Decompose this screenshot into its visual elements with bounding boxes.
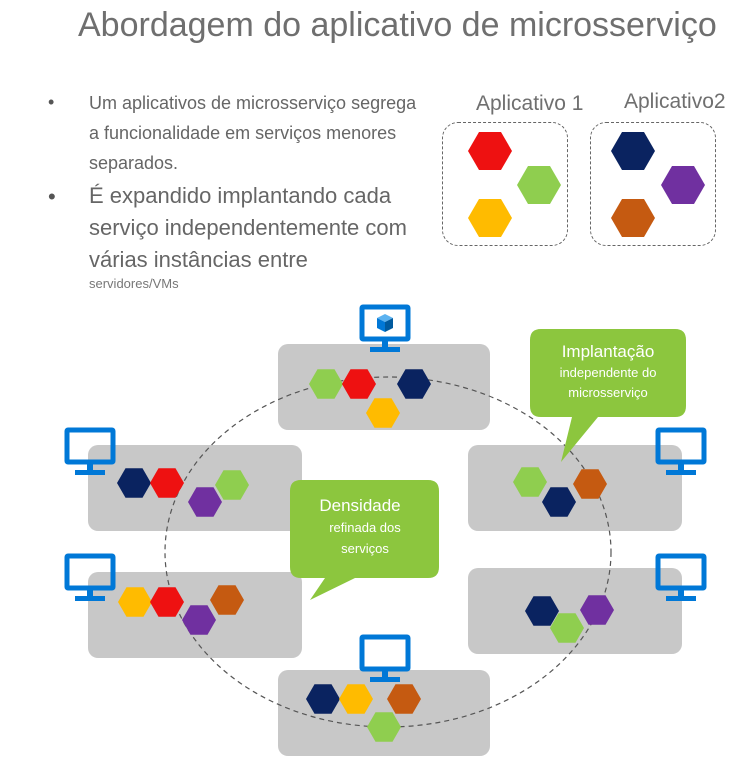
density-callout-line2: serviços [341,541,389,556]
monitor-icon [359,634,411,682]
density-callout-text: Densidade refinada dos serviços [290,496,440,556]
server-right-upper [468,445,682,531]
hex-yellow [339,684,373,714]
hex-navy [117,468,151,498]
hex-green [309,369,343,399]
hex-purple [182,605,216,635]
hex-navy [525,596,559,626]
page-title: Abordagem do aplicativo de microsserviço [78,6,717,44]
hex-brown [611,198,655,238]
hex-purple [188,487,222,517]
hex-brown [573,469,607,499]
hex-red [150,587,184,617]
density-callout-line1: refinada dos [329,520,401,535]
deploy-callout-line2: microsserviço [568,385,648,400]
connection-ring [164,376,612,728]
monitor-icon [655,427,707,475]
hex-green [367,712,401,742]
monitor-icon [655,553,707,601]
bullet-text: É expandido implantando cada serviço ind… [89,183,407,272]
deploy-callout-bubble [530,329,686,462]
app-1-box [442,122,568,246]
hex-red [468,131,512,171]
hex-yellow [118,587,152,617]
bullet-dot: • [48,184,56,209]
deploy-callout-title: Implantação [561,342,655,361]
hex-purple [661,165,705,205]
bullet-text: Um aplicativos de microsserviço segrega … [89,93,417,173]
app-2-box [590,122,716,246]
monitor-icon [359,304,411,352]
hex-navy [542,487,576,517]
hex-green [550,613,584,643]
app-2-label: Aplicativo2 [624,90,726,113]
monitor-icon [64,553,116,601]
density-callout-title: Densidade [319,496,401,515]
hex-brown [387,684,421,714]
hex-navy [306,684,340,714]
bullet-small-text: servidores/VMs [89,276,179,291]
hex-yellow [366,398,400,428]
hex-brown [210,585,244,615]
hex-navy [397,369,431,399]
hex-green [517,165,561,205]
hex-navy [611,131,655,171]
hex-green [513,467,547,497]
hex-red [342,369,376,399]
deploy-callout-line1: independente do [559,365,657,380]
bullet-dot: • [48,92,55,112]
deploy-callout-text: Implantação independente do microsserviç… [530,342,686,400]
monitor-icon [64,427,116,475]
hex-red [150,468,184,498]
density-callout-bubble [290,480,439,600]
app-1-label: Aplicativo 1 [476,92,584,115]
hex-green [215,470,249,500]
hex-yellow [468,198,512,238]
hex-purple [580,595,614,625]
